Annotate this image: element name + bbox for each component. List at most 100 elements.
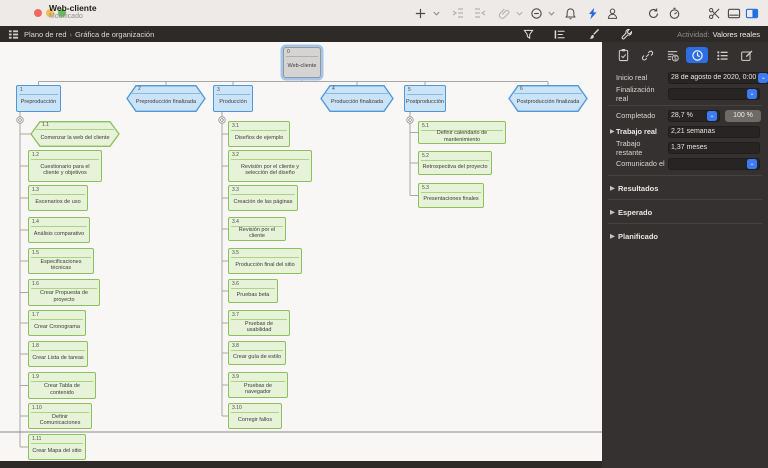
tab-list[interactable]	[711, 47, 733, 63]
divider	[608, 199, 762, 200]
breadcrumb[interactable]: Plano de red›Gráfica de organización	[24, 30, 154, 39]
attachment-icon[interactable]	[496, 5, 512, 21]
add-icon[interactable]	[412, 5, 428, 21]
task-number: 1.8	[32, 343, 39, 349]
wrench-icon[interactable]	[620, 28, 634, 40]
field-label: Completado	[616, 111, 656, 120]
style-list-icon[interactable]	[553, 28, 567, 40]
task-number: 1.11	[32, 436, 42, 442]
outdent-icon[interactable]	[472, 5, 488, 21]
chevron-down-icon[interactable]	[428, 5, 444, 21]
task-number: 2	[138, 86, 141, 92]
field-row-inicio-real: Inicio real 28 de agosto de 2020, 0:00 ⌄	[610, 71, 768, 84]
breadcrumb-view[interactable]: Plano de red	[24, 29, 67, 39]
disclosure-triangle-icon[interactable]: ▶	[610, 185, 615, 192]
set-100-percent-button[interactable]: 100 %	[725, 109, 761, 122]
comunicado-el-field[interactable]: ⌄	[668, 157, 760, 170]
outline-view-icon[interactable]	[8, 29, 19, 40]
node-divider	[231, 193, 295, 195]
panel-right-icon[interactable]	[744, 5, 760, 21]
user-icon[interactable]	[604, 5, 620, 21]
task-number: 1.2	[32, 152, 39, 158]
activity-value[interactable]: Valores reales	[712, 29, 760, 39]
dropdown-button[interactable]: ⌄	[707, 110, 717, 121]
sync-icon[interactable]	[645, 5, 661, 21]
dropdown-button[interactable]: ⌄	[747, 88, 757, 99]
tab-finance[interactable]: $	[662, 47, 684, 63]
tab-link[interactable]	[637, 47, 659, 63]
chevron-down-icon[interactable]	[511, 5, 527, 21]
scissors-icon[interactable]	[706, 5, 722, 21]
section-esperado[interactable]: ▶ Esperado	[610, 206, 760, 218]
inicio-real-field[interactable]: 28 de agosto de 2020, 0:00 ⌄	[668, 71, 768, 84]
indent-icon[interactable]	[450, 5, 466, 21]
filter-icon[interactable]	[521, 28, 535, 40]
close-window-button[interactable]	[34, 9, 42, 17]
task-label: Producción finalizada	[330, 99, 384, 106]
bolt-icon[interactable]	[585, 5, 601, 21]
node-divider	[31, 318, 83, 320]
node-divider	[31, 256, 91, 258]
dropdown-button[interactable]: ⌄	[758, 72, 768, 83]
trabajo-real-field[interactable]: 2,21 semanas	[668, 125, 760, 138]
completado-field[interactable]: 28,7 % ⌄	[668, 109, 720, 122]
dropdown-button[interactable]: ⌄	[747, 158, 757, 169]
chevron-down-icon[interactable]	[543, 5, 559, 21]
tab-actual-values[interactable]	[686, 47, 709, 63]
section-planificado[interactable]: ▶ Planificado	[610, 230, 760, 242]
minimize-window-button[interactable]	[46, 9, 54, 17]
panel-bottom-icon[interactable]	[726, 5, 742, 21]
task-label: Crear Cronograma	[34, 323, 80, 330]
trabajo-restante-field[interactable]: 1,37 meses	[668, 141, 760, 154]
task-label: Definir calendario de mantenimiento	[436, 130, 488, 143]
remove-circle-icon[interactable]	[528, 5, 544, 21]
disclosure-triangle-icon[interactable]: ▶	[610, 209, 615, 216]
disclosure-triangle-icon[interactable]: ▶	[610, 233, 615, 240]
bell-icon[interactable]	[562, 5, 578, 21]
task-label: Escenarios de uso	[35, 198, 81, 205]
breadcrumb-subview[interactable]: Gráfica de organización	[75, 29, 155, 39]
section-resultados[interactable]: ▶ Resultados	[610, 182, 760, 194]
breadcrumb-separator: ›	[69, 29, 73, 39]
zoom-window-button[interactable]	[58, 9, 66, 17]
finalizacion-real-field[interactable]: ⌄	[668, 87, 760, 100]
brush-icon[interactable]	[587, 28, 601, 40]
tab-clipboard[interactable]	[612, 47, 634, 63]
timer-icon[interactable]	[666, 5, 682, 21]
disclosure-triangle-icon[interactable]: ▶	[610, 129, 615, 135]
field-value: 28,7 %	[671, 112, 693, 119]
tab-edit[interactable]	[736, 47, 758, 63]
